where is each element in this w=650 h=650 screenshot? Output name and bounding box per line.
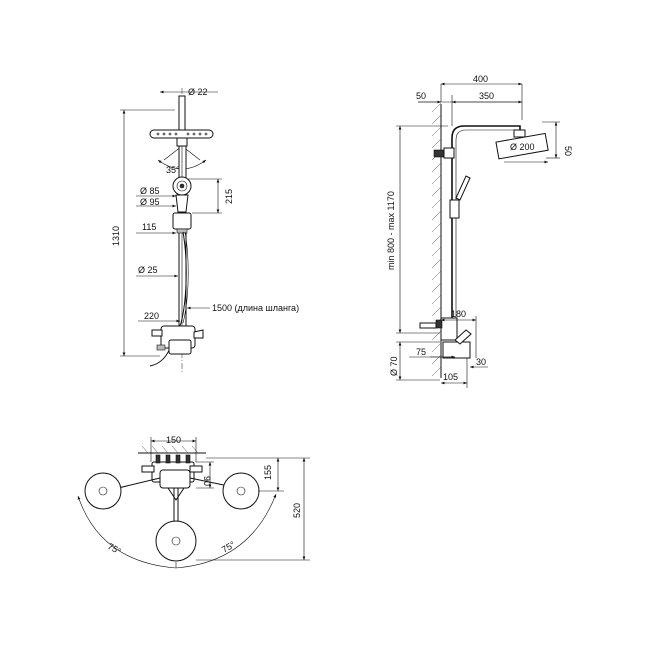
angle-left-label: 75° — [106, 541, 123, 557]
lever-offset-label: 30 — [476, 357, 486, 367]
mixer-spacing-label: 90 — [202, 476, 212, 486]
height-range-label: min 800 - max 1170 — [386, 191, 396, 270]
shower-head-center — [155, 520, 197, 562]
holder-offset-label: 115 — [142, 222, 156, 232]
shower-head-right — [222, 472, 260, 510]
overhead-shower-head — [149, 129, 214, 147]
arm-total-label: 400 — [473, 74, 488, 84]
front-view — [120, 88, 222, 372]
mixer-offset-label: 180 — [451, 309, 466, 319]
front-view-labels: Ø 22 35° Ø 85 Ø 95 215 115 Ø 25 1310 150… — [111, 87, 299, 321]
mixer-diameter-label: Ø 70 — [389, 356, 399, 376]
pipe-diameter-label: Ø 22 — [188, 87, 208, 97]
handset-height-label: 215 — [224, 189, 234, 204]
overhead-shower-head — [495, 129, 549, 160]
top-view — [77, 437, 310, 569]
wall — [431, 102, 442, 378]
mixer-width-label: 150 — [166, 435, 181, 445]
hand-shower — [449, 175, 471, 219]
rail-diameter-label: Ø 25 — [138, 265, 158, 275]
hose-length-label: 1500 (длина шланга) — [212, 303, 299, 313]
mixer — [151, 325, 204, 355]
top-view-labels: 150 90 155 520 75° 75° — [106, 435, 302, 557]
mixer — [419, 317, 472, 359]
head-diameter-label: Ø 200 — [510, 142, 535, 152]
angle-right-label: 75° — [220, 539, 237, 555]
handset-d2-label: Ø 95 — [140, 197, 160, 207]
shower-head-left — [84, 472, 122, 510]
hand-shower — [172, 176, 192, 213]
mixer-depth-label: 105 — [443, 372, 458, 382]
mixer-offset-label: 220 — [144, 311, 159, 321]
wall — [138, 445, 206, 454]
side-view — [396, 82, 560, 388]
head-height-label: 50 — [563, 146, 573, 156]
mixer — [141, 454, 203, 501]
spout-length-label: 75 — [416, 347, 426, 357]
side-view-labels: 400 50 350 Ø 200 50 min 800 - max 1170 1… — [386, 74, 573, 382]
angle-label: 35° — [166, 165, 180, 175]
handset-d1-label: Ø 85 — [140, 186, 160, 196]
head-offset-label: 155 — [263, 465, 273, 480]
total-depth-label: 520 — [292, 503, 302, 518]
total-height-label: 1310 — [111, 226, 121, 246]
wall-offset-label: 50 — [416, 91, 426, 101]
arm-length-label: 350 — [479, 91, 494, 101]
